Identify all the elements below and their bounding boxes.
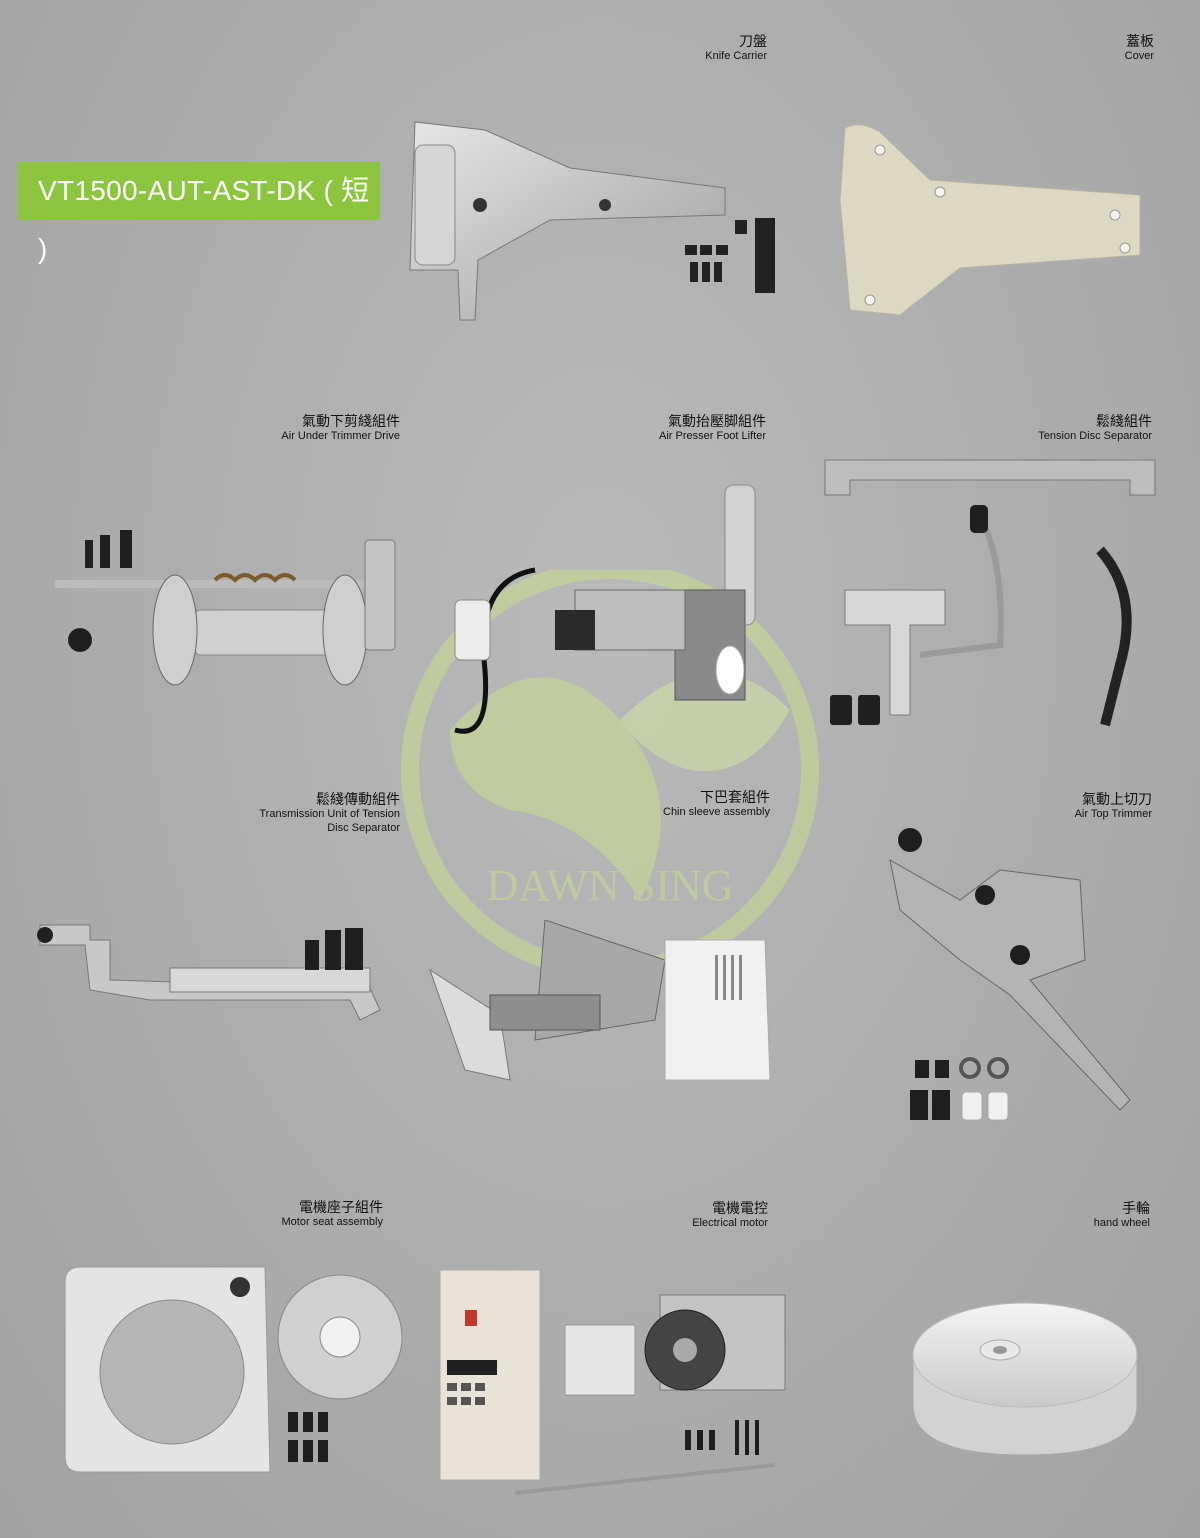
air-presser-foot-lifter-image bbox=[454, 484, 756, 734]
model-title-badge: VT1500-AUT-AST-DK ( 短 ) bbox=[18, 162, 380, 264]
transmission-unit-image bbox=[37, 924, 381, 1021]
electrical-motor-image bbox=[439, 1269, 786, 1495]
hand-wheel-image bbox=[912, 1302, 1138, 1456]
air-under-trimmer-image bbox=[55, 530, 396, 686]
cover-image bbox=[839, 124, 1141, 316]
motor-seat-image bbox=[64, 1266, 403, 1473]
air-top-trimmer-image bbox=[889, 828, 1131, 1121]
watermark-text: DAWN SING bbox=[486, 861, 733, 910]
chin-sleeve-image bbox=[429, 920, 771, 1081]
tension-disc-separator-image bbox=[824, 459, 1156, 727]
knife-carrier-image bbox=[409, 121, 775, 321]
